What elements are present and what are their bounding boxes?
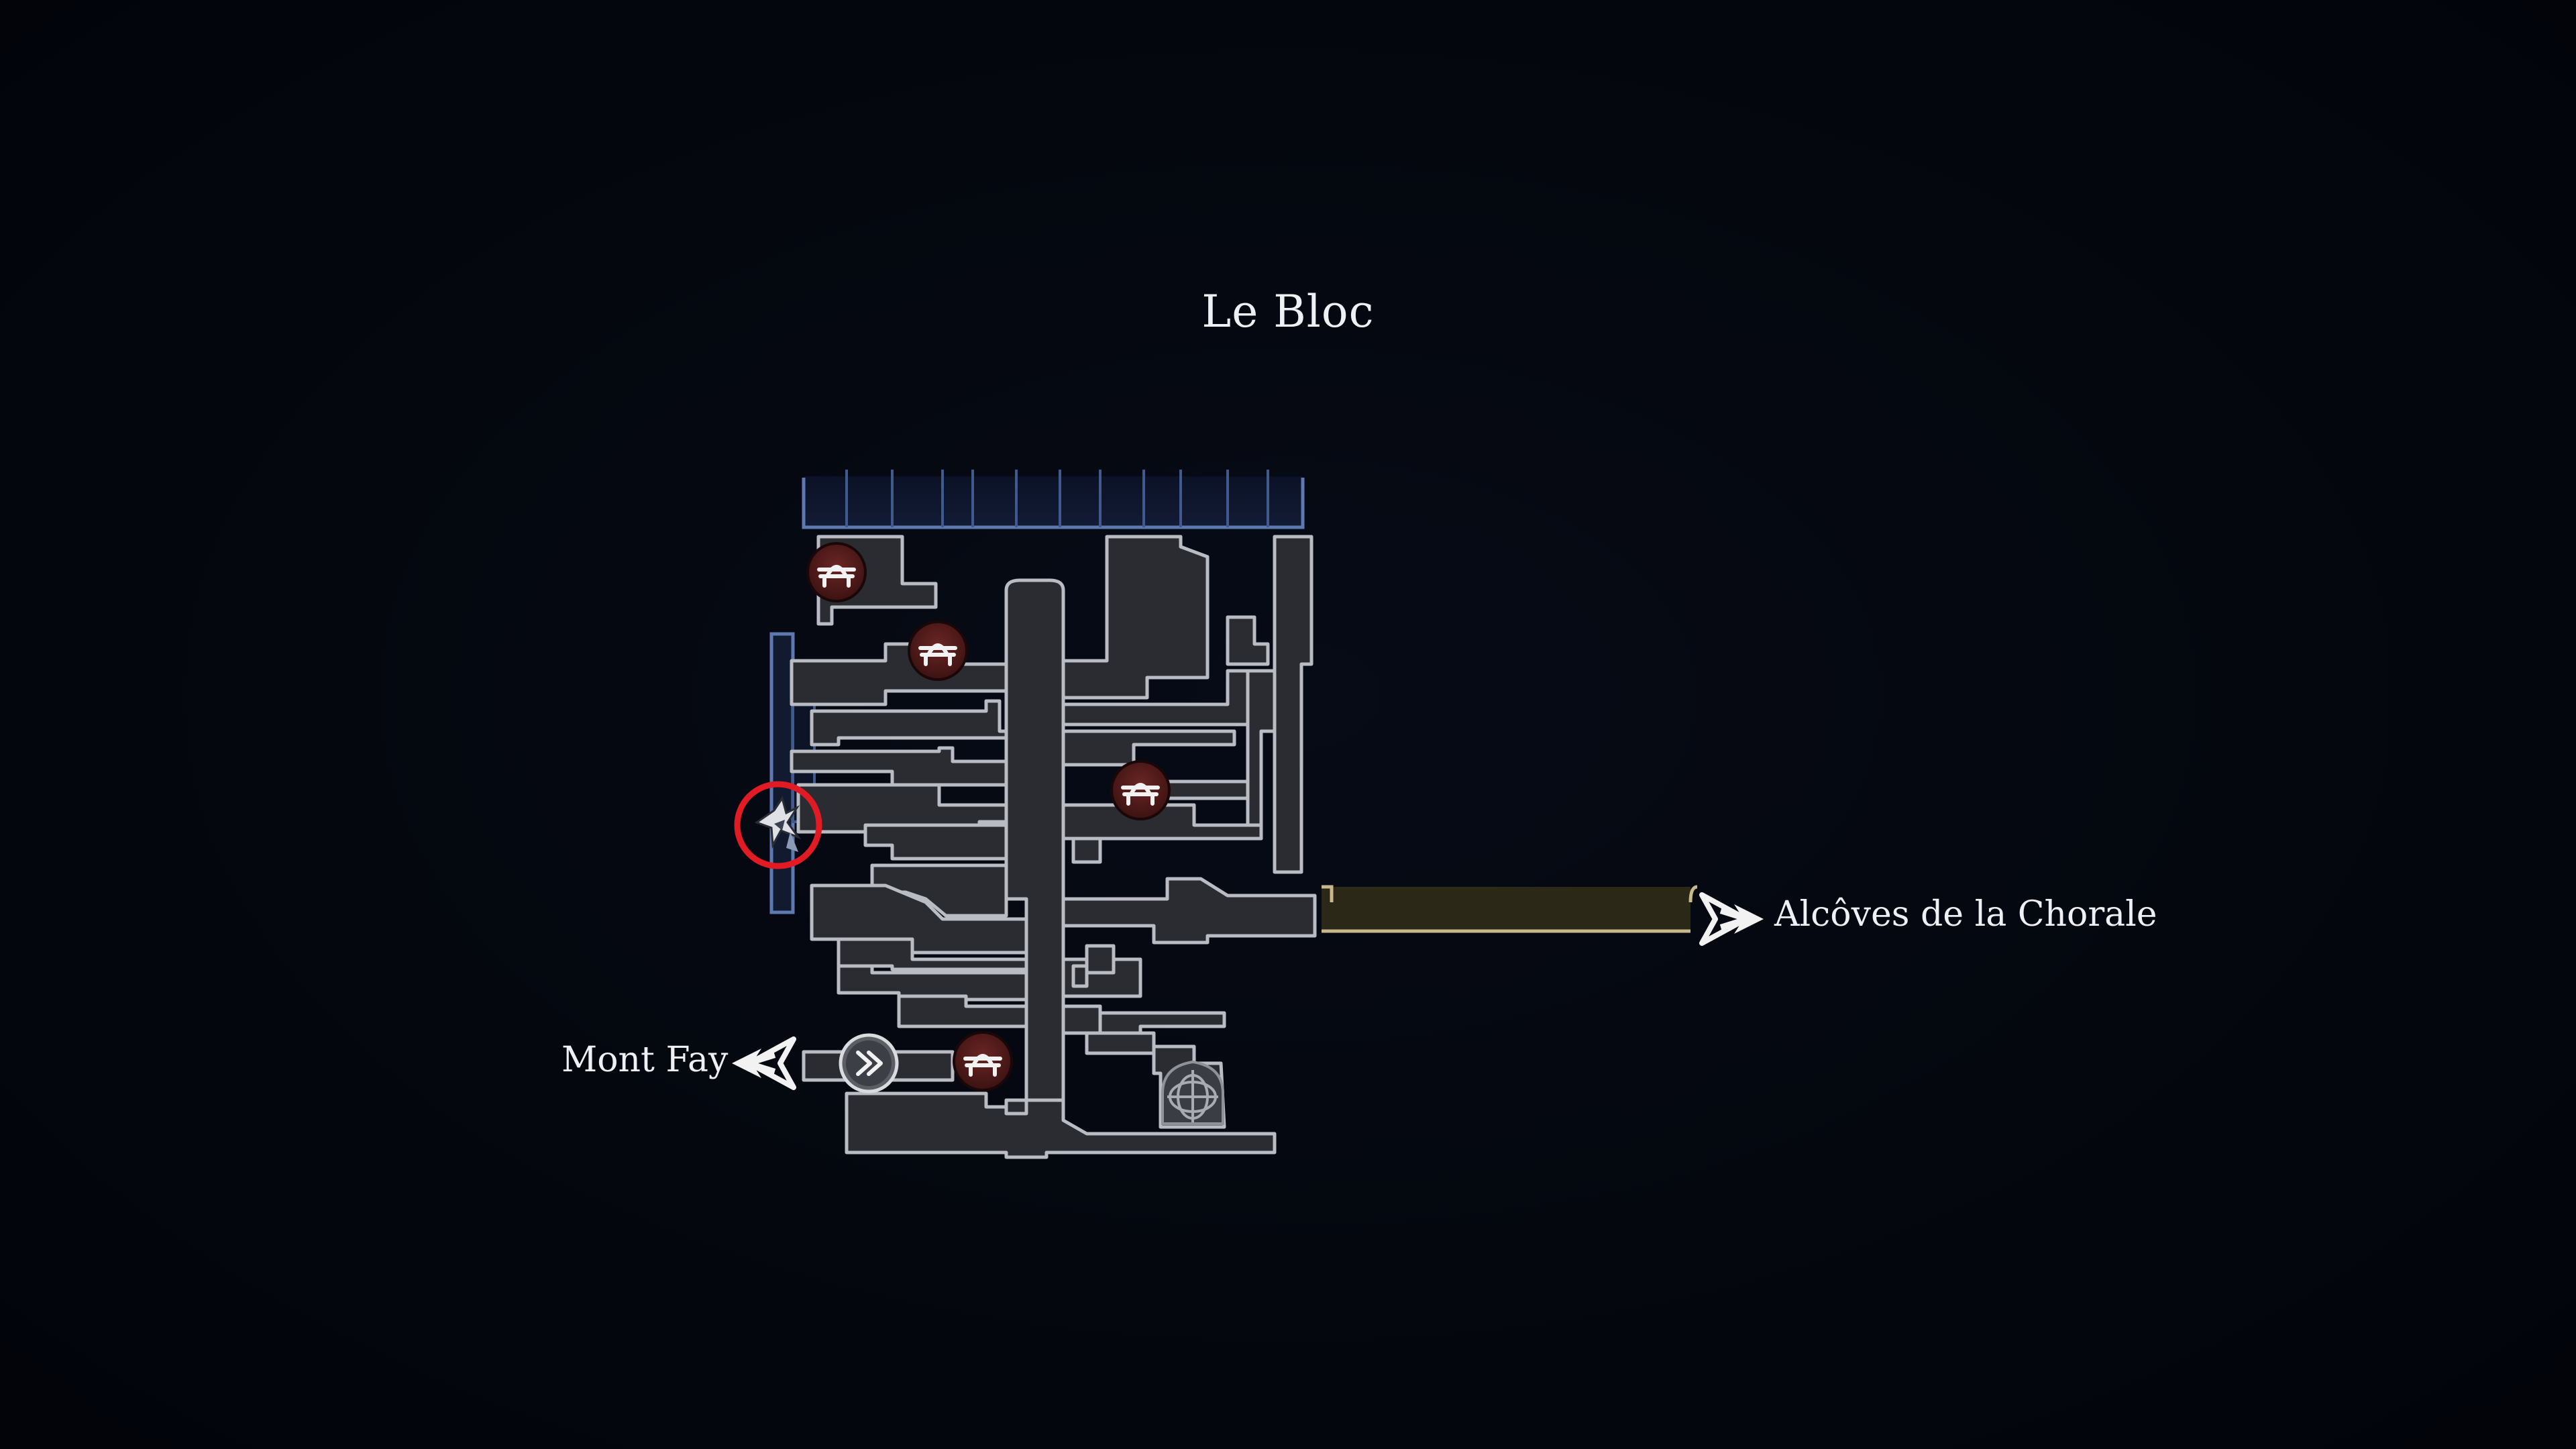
bench-marker-1[interactable] [806,542,867,602]
area-title: Le Bloc [1201,286,1375,337]
exit-arrow-west[interactable] [732,1036,796,1090]
player-location-icon [754,796,802,852]
exit-arrow-icon [747,1036,796,1090]
exit-label-west[interactable]: Mont Fay [561,1040,729,1080]
exit-arrow-east[interactable] [1699,892,1764,946]
bench-icon [817,565,856,588]
bench-marker-3[interactable] [1110,760,1171,820]
player-marker[interactable] [734,781,822,869]
upper-zone [802,470,1305,529]
shrine-marker[interactable] [1161,1060,1224,1125]
fast-travel-marker[interactable] [839,1033,899,1093]
bench-marker-4[interactable] [953,1031,1013,1091]
exit-label-east[interactable]: Alcôves de la Chorale [1774,894,2157,934]
bench-icon [1121,783,1160,806]
fast-travel-icon [856,1051,883,1076]
bench-icon [918,643,957,666]
exit-arrow-icon [1699,892,1749,946]
east-corridor [1322,885,1698,933]
bench-icon [963,1054,1002,1077]
bench-marker-2[interactable] [908,621,968,681]
